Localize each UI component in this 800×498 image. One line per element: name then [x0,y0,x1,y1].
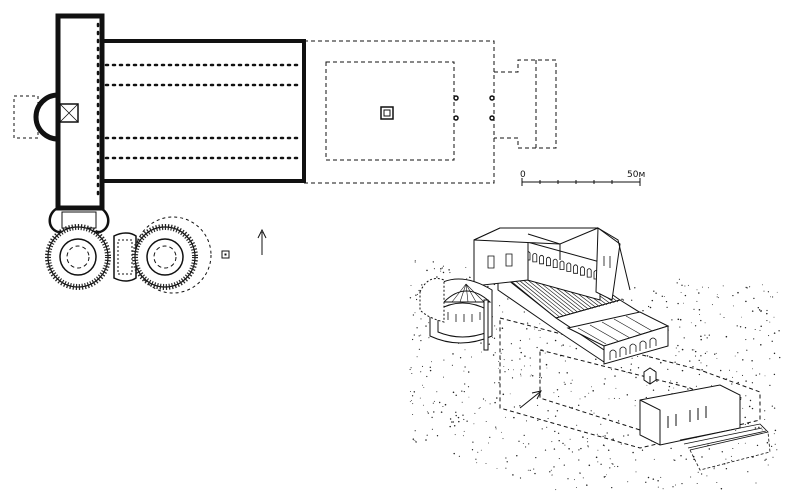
direction-arrow-icon [519,390,542,409]
colonnades [104,63,302,160]
atrium-walls [499,317,761,449]
east-gable [595,227,621,301]
rotunda-link [113,232,137,282]
rotunda-dome [442,290,492,303]
entrance-steps [679,423,771,471]
scale-end-label: 50м [627,170,645,180]
ground-plan [13,13,557,294]
north-arrow-icon [257,228,267,255]
gatehouse [494,59,557,149]
scale-bar: 0 50м [520,170,645,186]
vestibule [48,206,110,234]
obelisk-marker [221,250,230,259]
apse [33,92,59,142]
scale-start-label: 0 [520,170,526,180]
axon-rotunda [419,278,493,344]
axon-obelisk [483,299,489,351]
atrium-inner [325,61,455,161]
rotunda-left [45,224,111,290]
altar-diagonals [59,103,79,123]
axonometric-view [409,227,781,491]
atrium-outer [303,40,495,184]
fountain-inner [383,109,391,117]
transept [55,13,105,211]
fountain [380,106,394,120]
altar [59,103,79,123]
rotunda-right [132,216,212,294]
clerestory-windows [525,251,599,280]
nave-walls [102,39,306,183]
